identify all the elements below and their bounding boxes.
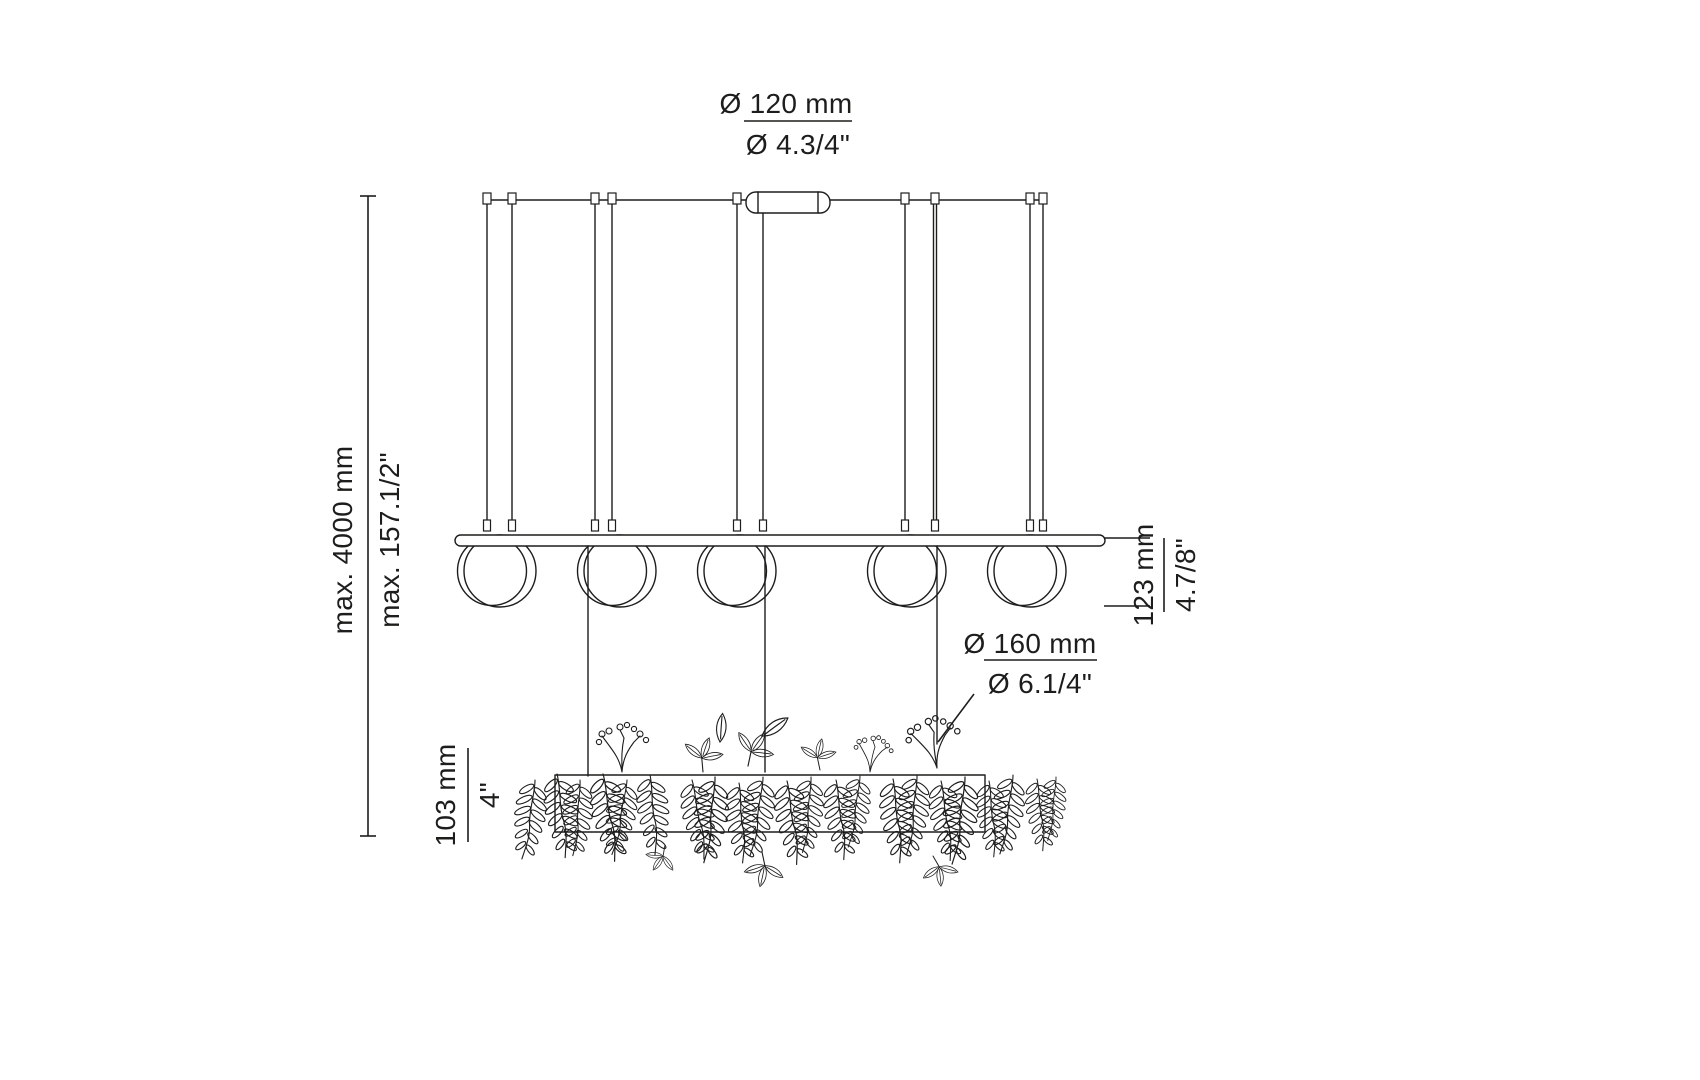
shade-diameter-metric-label: Ø 160 mm bbox=[963, 628, 1097, 659]
main-ring bbox=[454, 534, 1106, 547]
shade-diameter-imperial-label: Ø 6.1/4" bbox=[987, 668, 1093, 699]
canopy-diameter-metric-label: Ø 120 mm bbox=[719, 88, 853, 119]
lower-ring-height-imperial-label: 4" bbox=[474, 781, 505, 809]
lower-ring-height-metric-label: 103 mm bbox=[430, 743, 461, 847]
dimension-lines bbox=[360, 120, 1165, 842]
canopy bbox=[745, 191, 831, 214]
shade-height-imperial-label: 4.7/8" bbox=[1170, 538, 1201, 613]
canopy-diameter-imperial-label: Ø 4.3/4" bbox=[745, 129, 851, 160]
max-suspension-imperial-label: max. 157.1/2" bbox=[374, 452, 405, 628]
lower-ring bbox=[554, 774, 986, 833]
shade-height-metric-label: 123 mm bbox=[1128, 523, 1159, 627]
suspension-wires bbox=[482, 192, 1048, 532]
glass-spheres bbox=[456, 534, 1067, 608]
max-suspension-metric-label: max. 4000 mm bbox=[327, 445, 358, 635]
